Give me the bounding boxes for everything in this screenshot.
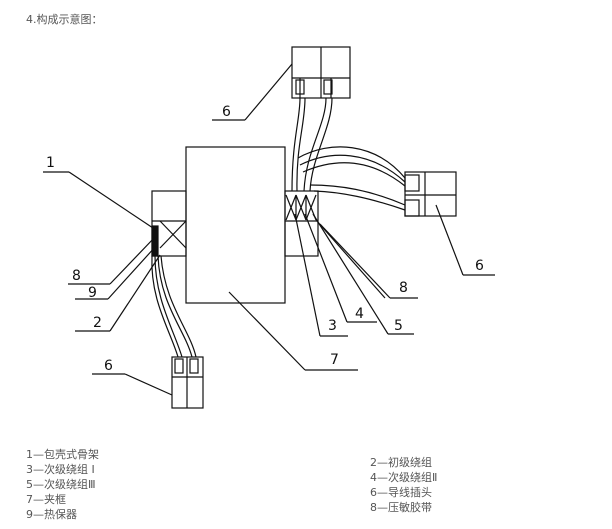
bobbin-left (151, 190, 187, 257)
legend-item: 7—夹框 (26, 493, 66, 506)
legend-left: 1—包壳式骨架 3—次级绕组 Ⅰ 5—次级绕组Ⅲ 7—夹框 9—热保器 (26, 447, 99, 522)
callout-9: 9 (88, 285, 97, 301)
transformer-schematic: 6 1 8 9 2 6 7 3 4 5 8 6 (43, 46, 495, 409)
legend-item: 4—次级绕组Ⅱ (370, 471, 438, 484)
legend-item: 3—次级绕组 Ⅰ (26, 463, 95, 476)
clamp-frame-body (185, 146, 286, 304)
plug-right (404, 171, 457, 217)
legend-item: 1—包壳式骨架 (26, 448, 99, 461)
thermal-protector (151, 225, 159, 257)
legend-item: 2—初级绕组 (370, 456, 432, 469)
callout-4: 4 (355, 306, 364, 322)
legend-item: 5—次级绕组Ⅲ (26, 478, 96, 491)
figure-heading: 4.构成示意图： (26, 13, 103, 26)
callout-7: 7 (330, 352, 339, 368)
callout-8-left: 8 (72, 268, 81, 284)
callout-5: 5 (394, 318, 403, 334)
legend-item: 9—热保器 (26, 508, 77, 521)
legend-item: 8—压敏胶带 (370, 501, 432, 514)
plug-bottom (171, 356, 204, 409)
legend-item: 6—导线插头 (370, 486, 432, 499)
callout-8-right: 8 (399, 280, 408, 296)
callout-plug-right: 6 (475, 258, 484, 274)
winding-hatch-right (285, 194, 317, 221)
callout-plug-top: 6 (222, 104, 231, 120)
callout-plug-bottom: 6 (104, 358, 113, 374)
plug-top (291, 46, 351, 99)
callout-2: 2 (93, 315, 102, 331)
bobbin-right (284, 190, 319, 257)
callout-1: 1 (46, 155, 55, 171)
legend-right: 2—初级绕组 4—次级绕组Ⅱ 6—导线插头 8—压敏胶带 (370, 455, 437, 515)
callout-3: 3 (328, 318, 337, 334)
